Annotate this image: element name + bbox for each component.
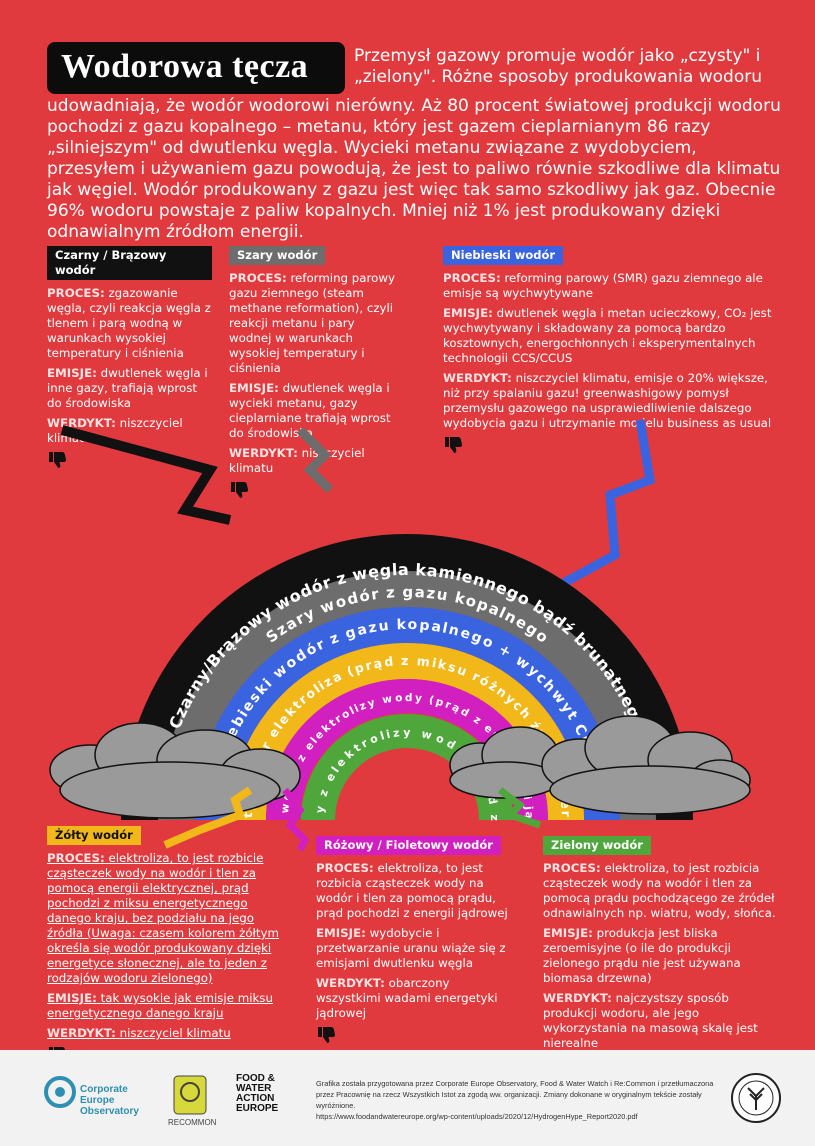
thumbs-down-icon xyxy=(231,482,249,498)
footer: Corporate Europe Observatory RECOMMON FO… xyxy=(0,1050,815,1146)
box-pink-proces: PROCES: elektroliza, to jest rozbicia cz… xyxy=(316,861,508,920)
black-bolt xyxy=(60,425,232,525)
box-grey-title: Szary wodór xyxy=(229,246,326,265)
box-green-emisje: EMISJE: produkcja jest bliska zeroemisyj… xyxy=(543,926,741,985)
blue-bolt xyxy=(557,419,656,589)
box-pink-werdykt: WERDYKT: obarczony wszystkimi wadami ene… xyxy=(316,976,498,1020)
logo-recommon: RECOMMON xyxy=(168,1074,216,1130)
box-yellow-title: Żółty wodór xyxy=(47,826,141,845)
box-black-proces: PROCES: zgazowanie węgla, czyli reakcja … xyxy=(47,286,211,360)
box-yellow-emisje: EMISJE: tak wysokie jak emisje miksu ene… xyxy=(47,991,273,1020)
box-black-hydrogen: Czarny / Brązowy wodór PROCES: zgazowani… xyxy=(47,246,212,469)
cloud-right xyxy=(541,715,751,815)
box-green-hydrogen: Zielony wodór PROCES: elektroliza, to je… xyxy=(543,836,783,1056)
yellow-bolt xyxy=(163,786,253,849)
box-green-proces: PROCES: elektroliza, to jest rozbicia cz… xyxy=(543,861,776,920)
band-black xyxy=(121,534,693,821)
band-grey xyxy=(158,571,656,821)
box-blue-werdykt: WERDYKT: niszczyciel klimatu, emisje o 2… xyxy=(443,371,772,430)
grey-bolt xyxy=(296,426,334,494)
recommon-logo-icon xyxy=(173,1075,207,1115)
box-yellow-proces: PROCES: elektroliza, to jest rozbicie cz… xyxy=(47,851,280,985)
thumbs-down-icon xyxy=(49,452,67,468)
tree-seal-icon xyxy=(731,1073,781,1123)
thumbs-down-icon xyxy=(318,1027,336,1043)
box-yellow-hydrogen: Żółty wodór PROCES: elektroliza, to jest… xyxy=(47,826,287,1064)
page-title: Wodorowa tęcza xyxy=(61,48,309,85)
box-black-emisje: EMISJE: dwutlenek węgla i inne gazy, tra… xyxy=(47,366,208,410)
band-blue xyxy=(194,607,620,821)
box-green-werdykt: WERDYKT: najczystszy sposób produkcji wo… xyxy=(543,991,758,1050)
box-green-title: Zielony wodór xyxy=(543,836,651,855)
cloud-left xyxy=(49,722,301,819)
green-bolt xyxy=(497,787,542,829)
footer-credit: Grafika została przygotowana przez Corpo… xyxy=(316,1078,716,1122)
box-blue-hydrogen: Niebieski wodór PROCES: reforming parowy… xyxy=(443,246,788,454)
box-black-title: Czarny / Brązowy wodór xyxy=(47,246,212,280)
thumbs-down-icon xyxy=(445,437,463,453)
box-blue-emisje: EMISJE: dwutlenek węgla i metan ucieczko… xyxy=(443,306,772,365)
box-grey-emisje: EMISJE: dwutlenek węgla i wycieki metanu… xyxy=(229,381,391,440)
logo-food-water-action-europe: FOOD & WATER ACTION EUROPE xyxy=(236,1073,279,1114)
intro-text-top: Przemysł gazowy promuje wodór jako „czys… xyxy=(354,46,762,87)
footer-url[interactable]: https://www.foodandwatereurope.org/wp-co… xyxy=(316,1112,638,1121)
pink-bolt xyxy=(282,787,310,852)
box-grey-proces: PROCES: reforming parowy gazu ziemnego (… xyxy=(229,271,395,375)
box-pink-title: Różowy / Fioletowy wodór xyxy=(316,836,501,855)
box-pink-emisje: EMISJE: wydobycie i przetwarzanie uranu … xyxy=(316,926,506,970)
box-grey-hydrogen: Szary wodór PROCES: reforming parowy gaz… xyxy=(229,246,399,499)
ceo-logo-icon xyxy=(44,1076,76,1108)
hydrogen-rainbow: Czarny/Brązowy wodór z węgla kamiennego … xyxy=(0,400,751,852)
box-pink-hydrogen: Różowy / Fioletowy wodór PROCES: elektro… xyxy=(316,836,516,1044)
box-blue-proces: PROCES: reforming parowy (SMR) gazu ziem… xyxy=(443,271,763,300)
title-box: Wodorowa tęcza xyxy=(47,42,345,94)
box-blue-title: Niebieski wodór xyxy=(443,246,564,265)
logo-corporate-europe-observatory: Corporate Europe Observatory xyxy=(44,1076,154,1122)
intro-text-body: udowadniają, że wodór wodorowi nierówny.… xyxy=(47,96,781,242)
box-yellow-werdykt: WERDYKT: niszczyciel klimatu xyxy=(47,1026,231,1040)
